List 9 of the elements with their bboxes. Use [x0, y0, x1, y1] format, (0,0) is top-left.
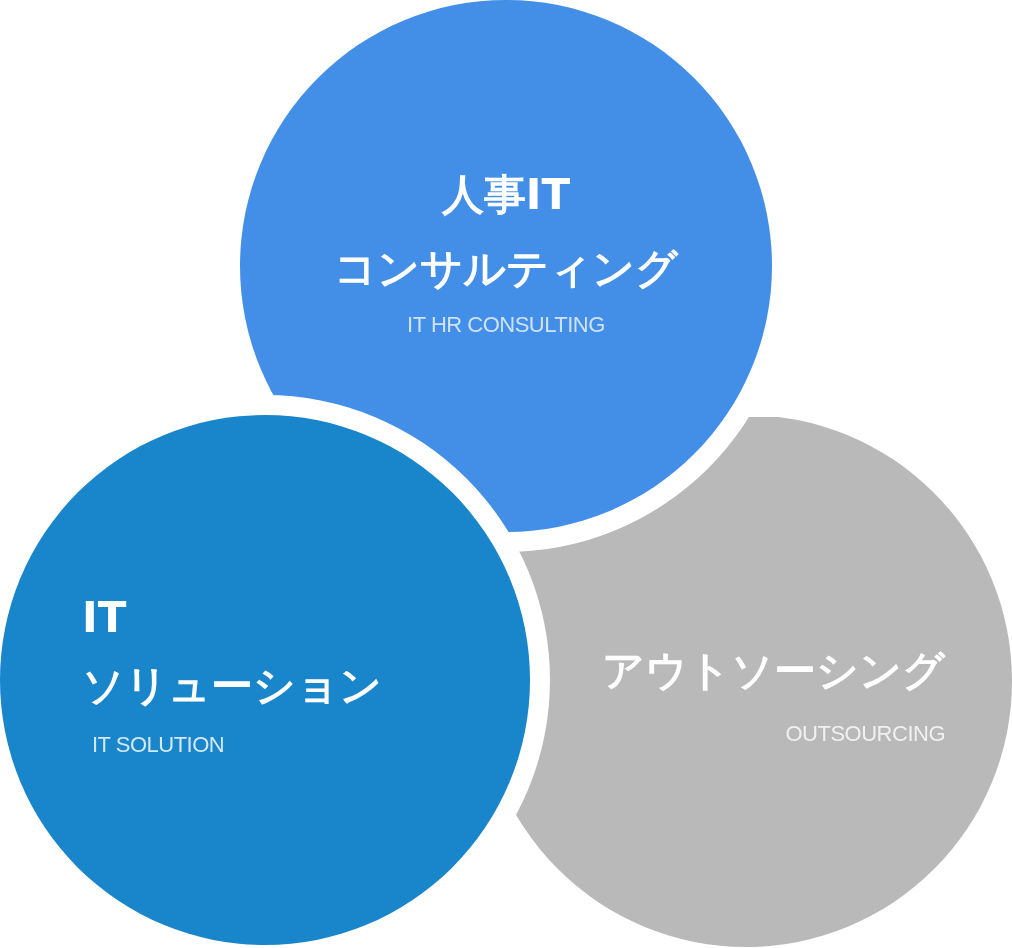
- subtitle: IT HR CONSULTING: [406, 313, 606, 338]
- title: ソリューション: [82, 663, 382, 710]
- title: コンサルティング: [333, 246, 680, 293]
- title: IT: [82, 595, 127, 642]
- title: アウトソーシング: [602, 648, 945, 695]
- circle: [0, 415, 530, 945]
- circle: [240, 0, 772, 532]
- title: 人事IT: [440, 172, 572, 219]
- subtitle: IT SOLUTION: [92, 733, 225, 758]
